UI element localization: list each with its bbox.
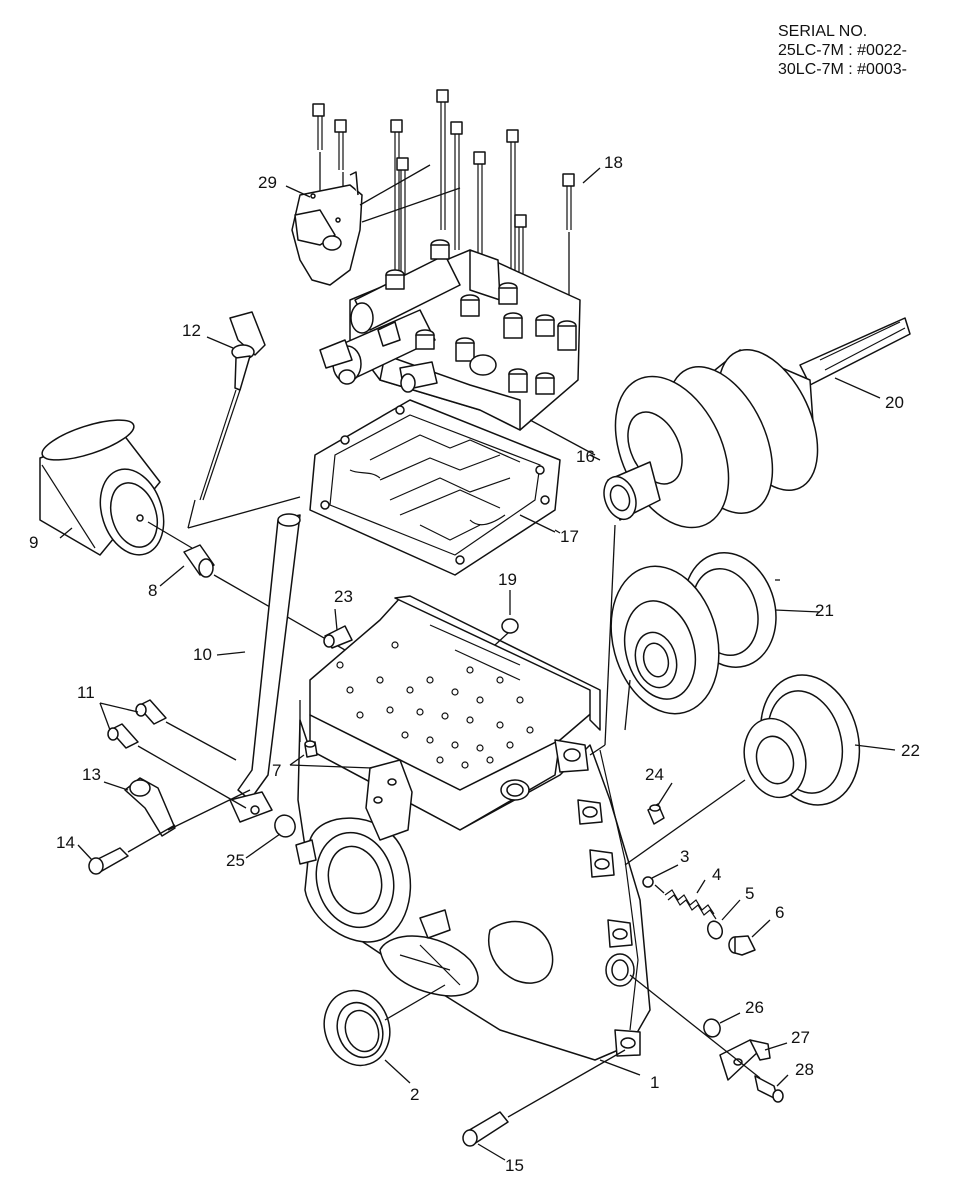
callout-17: 17 bbox=[560, 527, 579, 546]
serial-title: SERIAL NO. bbox=[778, 23, 868, 40]
callout-26: 26 bbox=[745, 998, 764, 1017]
callout-18: 18 bbox=[604, 153, 623, 172]
filter-nipple bbox=[183, 544, 346, 651]
callout-7: 7 bbox=[272, 761, 281, 780]
callout-6: 6 bbox=[775, 903, 784, 922]
callout-16: 16 bbox=[576, 447, 595, 466]
callout-3: 3 bbox=[680, 847, 689, 866]
callout-29: 29 bbox=[258, 173, 277, 192]
callout-21: 21 bbox=[815, 601, 834, 620]
counter-gear-21 bbox=[610, 552, 780, 731]
callout-28: 28 bbox=[795, 1060, 814, 1079]
retainer-plate-27 bbox=[719, 1039, 771, 1081]
dipstick bbox=[187, 311, 301, 529]
callout-19: 19 bbox=[498, 570, 517, 589]
callout-15: 15 bbox=[505, 1156, 524, 1175]
callout-9: 9 bbox=[29, 533, 38, 552]
serial-line-30lc: 30LC-7M : #0003- bbox=[778, 61, 907, 78]
case-bolt-15 bbox=[462, 1049, 626, 1147]
dowel-23 bbox=[323, 625, 353, 649]
callout-27: 27 bbox=[791, 1028, 810, 1047]
callout-labels: 18 29 12 20 16 9 17 19 8 23 21 10 11 22 … bbox=[29, 153, 920, 1175]
plug-6 bbox=[728, 935, 756, 956]
callout-12: 12 bbox=[182, 321, 201, 340]
o-ring-25 bbox=[274, 814, 296, 838]
callout-11: 11 bbox=[77, 683, 95, 702]
callout-13: 13 bbox=[82, 765, 101, 784]
serial-number-block: SERIAL NO. 25LC-7M : #0022- 30LC-7M : #0… bbox=[778, 22, 907, 79]
idler-gear-22 bbox=[624, 674, 861, 866]
check-ball bbox=[642, 876, 654, 888]
pin-24 bbox=[647, 803, 665, 825]
callout-2: 2 bbox=[410, 1085, 419, 1104]
callout-25: 25 bbox=[226, 851, 245, 870]
callout-8: 8 bbox=[148, 581, 157, 600]
callout-14: 14 bbox=[56, 833, 75, 852]
suction-pipe bbox=[229, 513, 301, 823]
pipe-clip bbox=[124, 777, 251, 837]
input-shaft-assembly bbox=[589, 317, 911, 756]
valve-gasket bbox=[309, 399, 561, 576]
callout-10: 10 bbox=[193, 645, 212, 664]
o-ring-26 bbox=[703, 1018, 721, 1038]
callout-23: 23 bbox=[334, 587, 353, 606]
callout-24: 24 bbox=[645, 765, 664, 784]
retainer-bolt-28 bbox=[629, 974, 784, 1103]
check-spring bbox=[654, 884, 717, 920]
o-ring-19 bbox=[494, 618, 519, 646]
control-valve-body bbox=[319, 239, 596, 456]
oil-seal bbox=[323, 984, 446, 1067]
callout-20: 20 bbox=[885, 393, 904, 412]
clip-bolt bbox=[88, 824, 176, 875]
pipe-bolts bbox=[99, 699, 247, 809]
serial-line-25lc: 25LC-7M : #0022- bbox=[778, 42, 907, 59]
callout-22: 22 bbox=[901, 741, 920, 760]
callout-5: 5 bbox=[745, 884, 754, 903]
dowel-7 bbox=[304, 740, 318, 758]
transmission-case bbox=[295, 595, 651, 1061]
solenoid-bracket bbox=[291, 164, 461, 286]
oil-filter bbox=[39, 419, 193, 556]
leader-lines bbox=[59, 167, 896, 1161]
callout-1: 1 bbox=[650, 1073, 659, 1092]
o-ring-5 bbox=[706, 920, 724, 940]
callout-4: 4 bbox=[712, 865, 721, 884]
